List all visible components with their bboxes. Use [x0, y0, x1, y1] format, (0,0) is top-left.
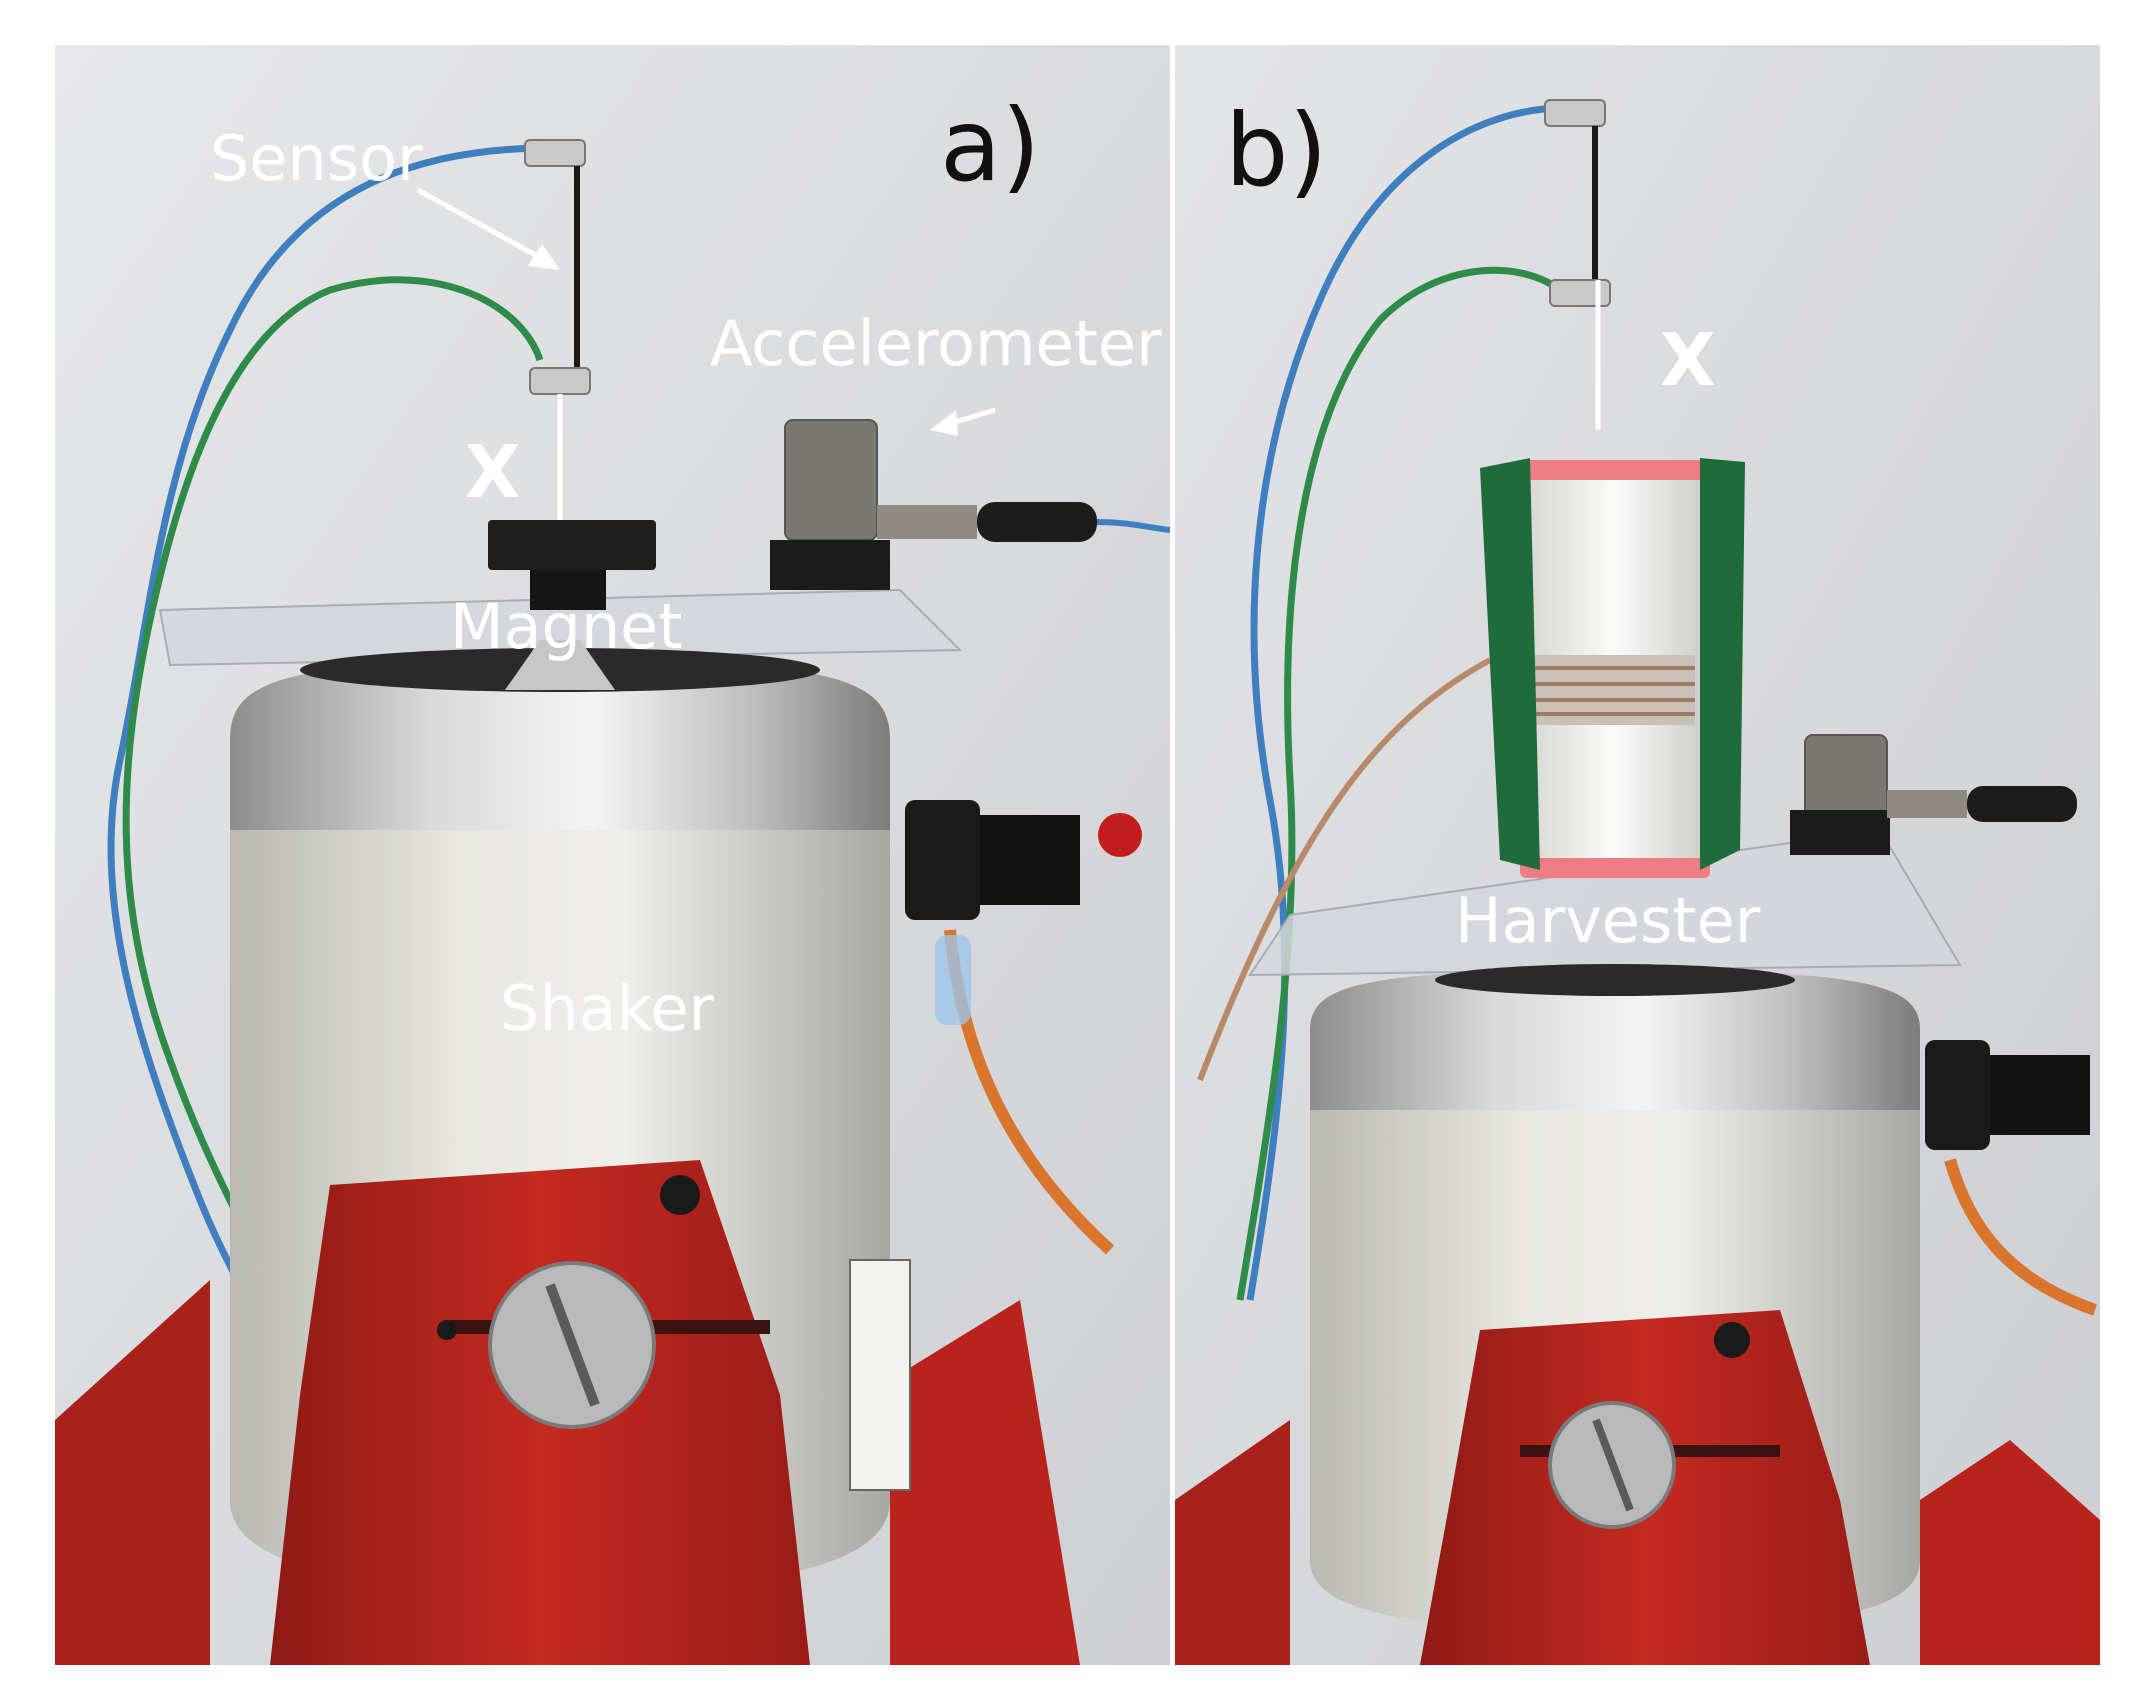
terminal-black-body	[980, 815, 1080, 905]
magnet	[488, 520, 656, 570]
acrylic-plate	[158, 588, 963, 667]
harvester-bottom-cap	[1520, 858, 1710, 878]
distance-x-label: X	[465, 430, 521, 514]
accelerometer-b-connector	[1887, 790, 1967, 818]
shaker-b-top-opening	[1435, 964, 1795, 996]
stand-hole	[437, 1320, 457, 1340]
brown-wire-b	[1197, 657, 1492, 1082]
shaker-label-plate	[849, 1259, 911, 1491]
stand-left	[55, 1280, 210, 1665]
terminal-b-black	[1925, 1040, 1990, 1150]
stand-right	[890, 1300, 1080, 1665]
panel-a: Sensor Accelerometer X Magnet Shaker a)	[55, 45, 1171, 1665]
sensor-arrow-head	[528, 244, 560, 270]
accelerometer-plug	[977, 502, 1097, 542]
stand-knob-slot	[545, 1283, 600, 1407]
sensor-arrow	[416, 187, 550, 265]
sensor-bottom-clamp	[529, 367, 591, 395]
magnet-label: Magnet	[450, 590, 683, 663]
accelerometer-connector	[877, 505, 977, 539]
accelerometer-b-base	[1790, 810, 1890, 855]
stand-b-bolt	[1714, 1322, 1750, 1358]
stand-bolt	[660, 1175, 700, 1215]
accelerometer	[784, 419, 878, 541]
terminal-black	[905, 800, 980, 920]
shaker-armature	[505, 640, 615, 690]
sensor-label: Sensor	[210, 122, 423, 195]
sensor-b-top-clamp	[1544, 99, 1606, 127]
panel-a-label: a)	[940, 87, 1040, 204]
harvester-top-cap	[1520, 460, 1710, 480]
stand-b-right	[1920, 1440, 2100, 1665]
terminal-red	[1098, 813, 1142, 857]
sensor-b-bottom-clamp	[1549, 279, 1611, 307]
sensor-top-clamp	[524, 139, 586, 167]
shaker-top-ring	[230, 660, 890, 830]
cable-sleeve	[935, 935, 971, 1025]
stand-b-knob-slot	[1592, 1418, 1634, 1512]
panel-b: X Harvester b)	[1175, 45, 2100, 1665]
harvester-label: Harvester	[1455, 884, 1761, 957]
harvester-tape-right	[1700, 458, 1745, 870]
orange-cable-b	[1944, 1158, 2097, 1316]
stand-b-left	[1175, 1420, 1290, 1665]
harvester-tape-left	[1480, 458, 1540, 870]
accelerometer-base	[770, 540, 890, 590]
green-wire-b	[1236, 266, 1563, 1301]
accelerometer-cable	[1096, 519, 1171, 533]
distance-x-label-b: X	[1660, 318, 1716, 402]
blue-wire-b	[1246, 104, 1561, 1301]
harvester-coil	[1535, 655, 1695, 725]
shaker-b-top-ring	[1310, 970, 1920, 1110]
terminal-b-black-body	[1990, 1055, 2090, 1135]
shaker-label: Shaker	[500, 972, 714, 1045]
accelerometer-b-plug	[1967, 786, 2077, 822]
panel-b-label: b)	[1225, 92, 1328, 209]
accelerometer-label: Accelerometer	[710, 307, 1162, 380]
magnet-stem	[530, 570, 606, 610]
accelerometer-arrow-head	[930, 410, 958, 436]
